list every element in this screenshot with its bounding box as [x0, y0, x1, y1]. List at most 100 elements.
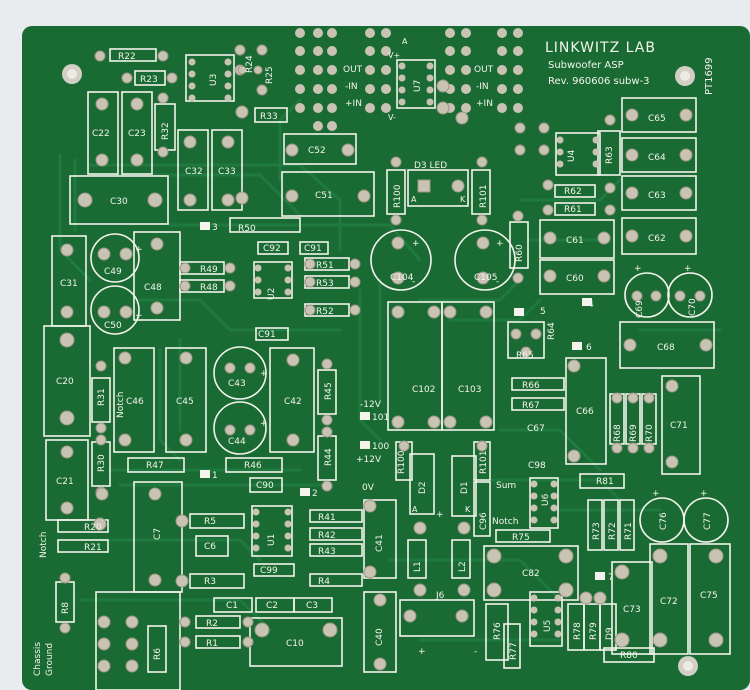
ref-r32: R32	[161, 122, 171, 140]
ref-c91: C91	[304, 244, 322, 254]
ref-j6: J6	[435, 591, 445, 601]
ref-c92: C92	[263, 244, 281, 254]
ref-r8: R8	[61, 602, 71, 614]
brand-label: LINKWITZ LAB	[545, 40, 656, 56]
ref-c32: C32	[185, 167, 203, 177]
ref-c77: C77	[703, 512, 713, 530]
tp5-label: 5	[540, 307, 546, 317]
ref-u5: U5	[543, 620, 553, 632]
ref-r75: R75	[512, 533, 530, 543]
ref-u7: U7	[413, 80, 423, 92]
v-minus-label: V-	[388, 113, 396, 122]
d2-plus: +	[436, 510, 444, 520]
ref-c96: C96	[479, 512, 489, 530]
ref-r101b: R101	[479, 451, 489, 474]
ref-r31: R31	[97, 388, 107, 406]
pin-a-label: A	[402, 37, 408, 46]
ref-r72: R72	[608, 522, 618, 540]
ref-r48: R48	[200, 283, 218, 293]
c70-plus: +	[684, 264, 692, 274]
minus12v-label: -12V	[360, 400, 382, 410]
ref-c60: C60	[566, 274, 584, 284]
ref-r66: R66	[522, 381, 540, 391]
ref-c45: C45	[176, 397, 194, 407]
ref-c61: C61	[566, 236, 584, 246]
ref-r20: R20	[84, 523, 102, 533]
tp1-label: 1	[212, 471, 218, 481]
ref-r70: R70	[645, 424, 655, 442]
ref-r67: R67	[522, 401, 540, 411]
ref-c69: C69	[635, 300, 645, 318]
v-plus-label: V+	[388, 51, 400, 60]
ref-c63: C63	[648, 191, 666, 201]
d3-anode-label: A	[411, 195, 417, 204]
ref-r101: R101	[479, 185, 489, 208]
ref-r42: R42	[318, 531, 336, 541]
ref-d3-led: D3 LED	[414, 161, 447, 171]
ref-r68: R68	[613, 424, 623, 442]
ref-r73: R73	[592, 522, 602, 540]
ref-c105: C105	[474, 273, 497, 283]
ref-r63: R63	[605, 146, 615, 164]
polarity-marks: + + + + + + - - + + + + + + -	[135, 239, 708, 657]
chassis-label: Chassis	[33, 642, 43, 676]
conn-left-plus-in: +IN	[345, 99, 362, 109]
ref-c3: C3	[306, 601, 318, 611]
ref-c71: C71	[670, 421, 688, 431]
c105-plus: +	[496, 239, 504, 249]
ref-c67: C67	[527, 424, 545, 434]
ref-c49: C49	[104, 267, 122, 277]
ref-r41: R41	[318, 513, 336, 523]
ref-c50: C50	[104, 321, 122, 331]
ref-r78: R78	[573, 622, 583, 640]
ref-r61: R61	[564, 205, 582, 215]
ref-c31: C31	[60, 279, 78, 289]
ref-r50: R50	[238, 224, 256, 234]
j6-plus: +	[418, 647, 426, 657]
ref-c98: C98	[528, 461, 546, 471]
silkscreen-outlines	[43, 48, 731, 690]
solder-mask	[22, 26, 750, 690]
ref-r6: R6	[153, 648, 163, 660]
c77-plus: +	[700, 489, 708, 499]
ground-label: Ground	[45, 643, 55, 676]
ref-r30: R30	[97, 454, 107, 472]
ref-r51: R51	[316, 261, 334, 271]
ref-u4: U4	[567, 149, 577, 162]
ref-u3: U3	[209, 74, 219, 86]
ref-r76: R76	[493, 622, 503, 640]
ref-c103: C103	[458, 385, 481, 395]
ref-r46: R46	[244, 461, 262, 471]
ref-c73: C73	[623, 605, 641, 615]
ref-r64: R64	[547, 322, 557, 340]
ref-c76: C76	[659, 512, 669, 530]
c104-plus: +	[412, 239, 420, 249]
ref-c10: C10	[286, 639, 304, 649]
ref-r44: R44	[324, 448, 334, 466]
ref-c66: C66	[576, 407, 594, 417]
tp101-label: 101	[372, 413, 389, 423]
plus12v-label: +12V	[356, 455, 382, 465]
ref-c1: C1	[226, 601, 238, 611]
ref-r100b: R100	[397, 450, 407, 474]
ref-r47: R47	[146, 461, 164, 471]
tp7-label: 7	[608, 573, 614, 583]
ref-r80: R80	[620, 651, 638, 661]
ref-c70: C70	[688, 298, 698, 316]
ref-c46: C46	[126, 397, 144, 407]
ref-d2: D2	[418, 481, 428, 494]
ref-c20: C20	[56, 377, 74, 387]
conn-left-out: OUT	[343, 65, 363, 75]
ref-r4: R4	[318, 577, 330, 587]
c44-plus: +	[260, 419, 268, 429]
ref-r21: R21	[84, 543, 102, 553]
ref-r25: R25	[265, 66, 275, 84]
ref-c68: C68	[657, 343, 675, 353]
zero-v-label: 0V	[362, 483, 375, 493]
ref-r3: R3	[204, 577, 216, 587]
ref-c65: C65	[648, 114, 666, 124]
ref-c90: C90	[256, 481, 274, 491]
ref-u6: U6	[541, 493, 551, 506]
conn-left-minus-in: -IN	[345, 82, 358, 92]
tp4-label: 4	[588, 300, 594, 310]
